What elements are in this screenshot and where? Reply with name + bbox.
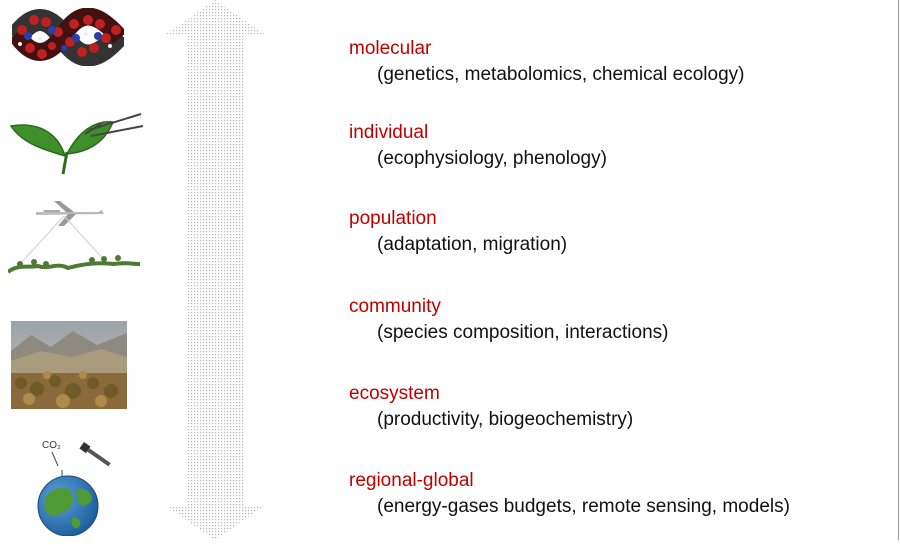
level-description: (species composition, interactions)	[377, 322, 669, 343]
level-title: individual	[349, 122, 429, 143]
dna-molecule-image	[12, 8, 124, 66]
levels-list: molecular (genetics, metabolomics, chemi…	[349, 0, 900, 540]
level-ecosystem: ecosystem (productivity, biogeochemistry…	[349, 383, 633, 431]
scale-double-arrow	[164, 0, 266, 540]
level-community: community (species composition, interact…	[349, 296, 668, 344]
plant-leaf-icon	[9, 113, 144, 175]
globe-satellite-icon: CO₂	[37, 440, 111, 536]
landscape-photo-image	[11, 321, 127, 409]
level-description: (energy-gases budgets, remote sensing, m…	[377, 496, 790, 517]
level-description: (genetics, metabolomics, chemical ecolog…	[377, 64, 745, 85]
globe-satellite-image: CO₂	[32, 436, 120, 536]
arrow-body	[166, 0, 264, 540]
level-individual: individual (ecophysiology, phenology)	[349, 122, 607, 170]
level-title: molecular	[349, 38, 432, 59]
level-title: population	[349, 208, 437, 229]
landscape-photo-icon	[11, 321, 127, 409]
level-regional-global: regional-global (energy-gases budgets, r…	[349, 470, 790, 518]
level-population: population (adaptation, migration)	[349, 208, 567, 256]
airplane-survey-icon	[8, 201, 140, 274]
plant-leaf-image	[5, 108, 145, 178]
level-description: (ecophysiology, phenology)	[377, 148, 607, 169]
level-description: (adaptation, migration)	[377, 234, 568, 255]
co2-label: CO₂	[42, 440, 61, 451]
level-description: (productivity, biogeochemistry)	[377, 409, 634, 430]
airplane-survey-image	[8, 198, 140, 284]
right-edge-divider	[898, 0, 899, 540]
level-molecular: molecular (genetics, metabolomics, chemi…	[349, 38, 745, 86]
level-title: ecosystem	[349, 383, 440, 404]
level-title: community	[349, 296, 441, 317]
dna-molecule-icon	[12, 8, 124, 66]
level-title: regional-global	[349, 470, 474, 491]
